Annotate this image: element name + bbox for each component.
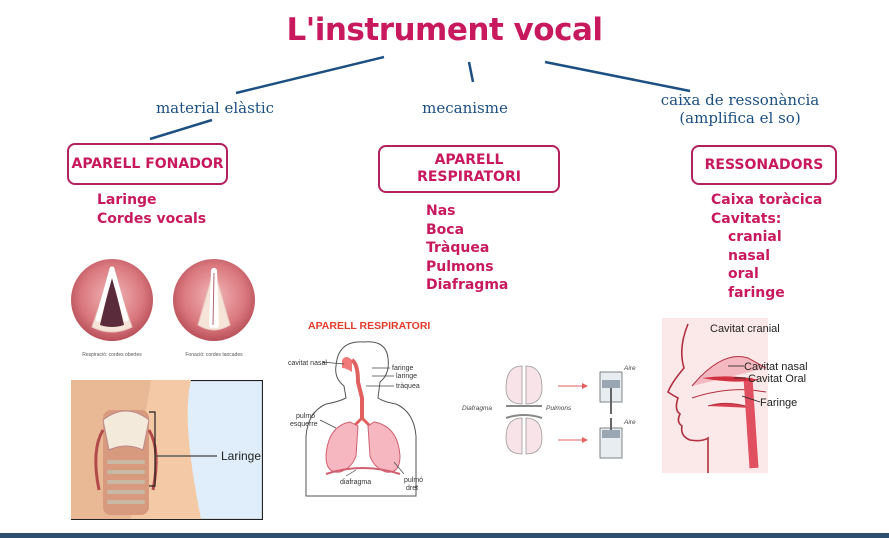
box-respiratori-line2: RESPIRATORI bbox=[417, 169, 521, 185]
resp-label-pulmo-esquerre-2: esquerre bbox=[290, 421, 318, 428]
page-title: L'instrument vocal bbox=[286, 12, 603, 48]
connector-title-center bbox=[467, 61, 475, 83]
list-item: nasal bbox=[728, 247, 770, 264]
list-fonador: Laringe Cordes vocals bbox=[97, 191, 206, 228]
list-item: Pulmons bbox=[426, 258, 494, 275]
list-item: oral bbox=[728, 266, 759, 282]
list-respiratori: Nas Boca Tràquea Pulmons Diafragma bbox=[426, 202, 508, 295]
branch-label-material: material elàstic bbox=[155, 99, 275, 117]
vocal-cords-open bbox=[71, 259, 153, 341]
connector-title-right bbox=[544, 60, 691, 93]
lungs-piston-diagram: Diafragma Pulmons Aire Aire bbox=[462, 365, 636, 459]
resp-label-laringe: laringe bbox=[396, 373, 417, 380]
head-label-cavitat-nasal: Cavitat nasal bbox=[744, 361, 808, 373]
head-label-cavitat-oral: Cavitat Oral bbox=[748, 373, 806, 385]
branch-label-caixa: caixa de ressonància (amplifica el so) bbox=[640, 91, 840, 127]
list-item: Diafragma bbox=[426, 277, 509, 293]
resp-label-cavitat-nasal: cavitat nasal bbox=[288, 360, 327, 367]
list-item: Boca bbox=[426, 221, 465, 238]
vocal-cords-open-caption: Respiració: cordes obertes bbox=[82, 352, 142, 358]
head-label-faringe: Faringe bbox=[760, 397, 797, 409]
box-aparell-respiratori: APARELL RESPIRATORI bbox=[378, 145, 560, 193]
list-item: Cordes vocals bbox=[97, 210, 207, 227]
branch-label-caixa-line2: (amplifica el so) bbox=[679, 109, 801, 127]
resp-label-faringe: faringe bbox=[392, 365, 414, 372]
bottom-border bbox=[0, 533, 889, 538]
connector-left-box bbox=[149, 118, 213, 141]
lungs-label-diafragma: Diafragma bbox=[462, 405, 492, 412]
list-item: Nas bbox=[426, 203, 456, 219]
resp-label-diafragma: diafragma bbox=[340, 479, 371, 486]
branch-label-caixa-line1: caixa de ressonància bbox=[660, 91, 820, 109]
box-respiratori-line1: APARELL bbox=[434, 152, 504, 168]
vocal-cords-closed bbox=[173, 259, 255, 341]
piston-label-aire-top: Aire bbox=[623, 365, 636, 372]
respiratory-system-illustration: APARELL RESPIRATORI cavitat nasal faring… bbox=[288, 320, 430, 497]
list-item: cranial bbox=[728, 229, 782, 245]
larynx-label: Laringe bbox=[221, 449, 261, 463]
larynx-illustration: Laringe bbox=[71, 380, 263, 520]
head-label-cavitat-cranial: Cavitat cranial bbox=[710, 323, 780, 335]
respiratory-title: APARELL RESPIRATORI bbox=[308, 320, 430, 332]
resp-label-traquea: tràquea bbox=[396, 383, 420, 390]
branch-label-mecanisme: mecanisme bbox=[422, 99, 508, 117]
list-item: faringe bbox=[728, 284, 785, 301]
resp-label-pulmo-dret-2: dret bbox=[406, 485, 418, 492]
head-cavities-illustration: Cavitat cranial Cavitat nasal Cavitat Or… bbox=[662, 318, 808, 473]
vocal-cords-illustration: Respiració: cordes obertes Fonació: cord… bbox=[71, 259, 255, 358]
list-item: Laringe bbox=[97, 192, 157, 208]
box-aparell-fonador: APARELL FONADOR bbox=[67, 143, 228, 185]
vocal-cords-closed-caption: Fonació: cordes tancades bbox=[185, 352, 243, 358]
box-ressonadors: RESSONADORS bbox=[691, 145, 837, 185]
list-item: Cavitats: bbox=[711, 210, 782, 227]
resp-label-pulmo-esquerre-1: pulmó bbox=[296, 413, 315, 420]
list-ressonadors: Caixa toràcica Cavitats: cranial nasal o… bbox=[711, 191, 822, 302]
resp-label-pulmo-dret-1: pulmó bbox=[404, 477, 423, 484]
list-item: Caixa toràcica bbox=[711, 192, 823, 208]
list-item: Tràquea bbox=[426, 240, 490, 256]
connector-title-left bbox=[235, 55, 385, 95]
piston-label-aire-bottom: Aire bbox=[623, 419, 636, 426]
lungs-label-pulmons: Pulmons bbox=[546, 405, 572, 412]
